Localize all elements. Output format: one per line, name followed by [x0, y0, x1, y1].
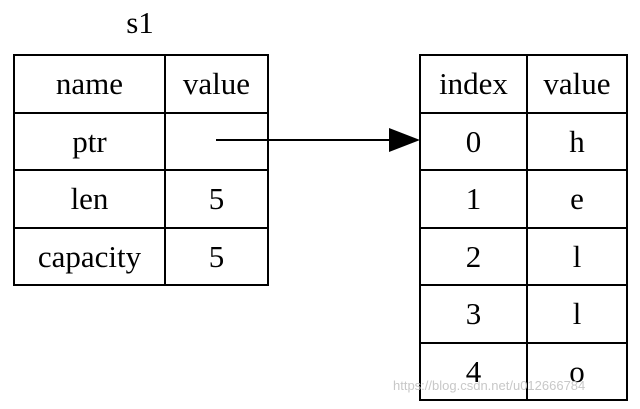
struct-field-value	[164, 111, 269, 171]
struct-field-name: capacity	[13, 226, 166, 286]
heap-value-cell: l	[526, 284, 628, 344]
heap-row: 0 h	[419, 111, 628, 171]
struct-field-name: len	[13, 169, 166, 229]
heap-index-cell: 3	[419, 284, 528, 344]
heap-header-row: index value	[419, 54, 628, 114]
heap-index-cell: 2	[419, 226, 528, 286]
heap-table: index value 0 h 1 e 2 l 3 l 4 o	[419, 54, 628, 401]
struct-header-row: name value	[13, 54, 269, 114]
struct-field-name: ptr	[13, 111, 166, 171]
struct-title: s1	[126, 5, 154, 40]
struct-field-value: 5	[164, 169, 269, 229]
struct-header-value: value	[164, 54, 269, 114]
struct-field-value: 5	[164, 226, 269, 286]
heap-header-index: index	[419, 54, 528, 114]
heap-row: 2 l	[419, 226, 628, 286]
heap-row: 1 e	[419, 169, 628, 229]
struct-table: name value ptr len 5 capacity 5	[13, 54, 269, 286]
heap-index-cell: 4	[419, 341, 528, 401]
struct-row-ptr: ptr	[13, 111, 269, 171]
pointer-arrowhead	[389, 128, 420, 152]
heap-value-cell: e	[526, 169, 628, 229]
heap-row: 3 l	[419, 284, 628, 344]
heap-header-value: value	[526, 54, 628, 114]
struct-row-capacity: capacity 5	[13, 226, 269, 286]
heap-value-cell: o	[526, 341, 628, 401]
watermark-text: https://blog.csdn.net/u012666784	[393, 378, 586, 393]
struct-header-name: name	[13, 54, 166, 114]
heap-index-cell: 1	[419, 169, 528, 229]
heap-value-cell: h	[526, 111, 628, 171]
heap-row: 4 o	[419, 341, 628, 401]
heap-index-cell: 0	[419, 111, 528, 171]
struct-row-len: len 5	[13, 169, 269, 229]
heap-value-cell: l	[526, 226, 628, 286]
